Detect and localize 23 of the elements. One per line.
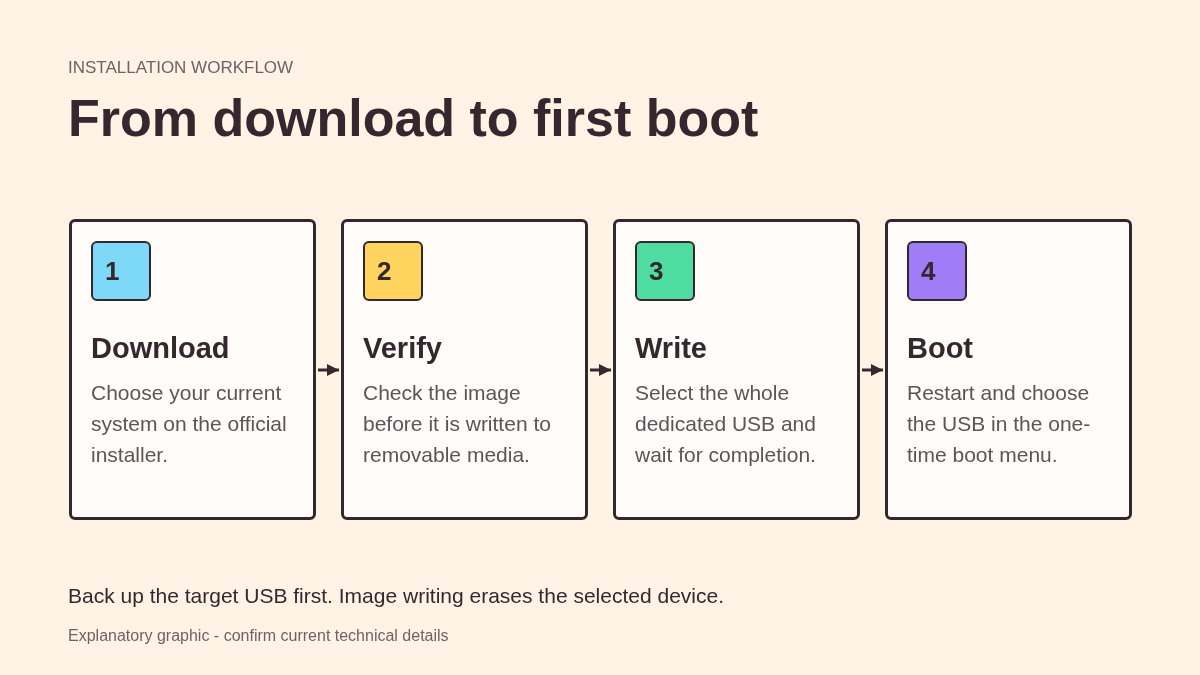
- step-description: Select the whole dedicated USB and wait for completion.: [635, 380, 817, 468]
- eyebrow-label: INSTALLATION WORKFLOW: [68, 57, 294, 79]
- warning-note: Back up the target USB first. Image writing erases the selected device.: [68, 583, 724, 609]
- step-number: 2: [363, 241, 423, 301]
- arrow: [862, 364, 883, 376]
- step-heading: Boot: [907, 331, 975, 366]
- step-card: [885, 219, 1132, 520]
- step-card: [613, 219, 860, 520]
- caption: Explanatory graphic - confirm current technical details: [68, 626, 449, 646]
- step-heading: Write: [635, 331, 708, 366]
- arrow: [590, 364, 611, 376]
- step-number: 4: [907, 241, 967, 301]
- step-heading: Download: [91, 331, 231, 366]
- step-heading: Verify: [363, 331, 443, 366]
- step-card: [69, 219, 316, 520]
- step-description: Restart and choose the USB in the one-time boot menu.: [907, 380, 1092, 468]
- step-card: [341, 219, 588, 520]
- step-description: Check the image before it is written to removable media.: [363, 380, 552, 468]
- title: From download to first boot: [68, 88, 759, 149]
- step-number: 1: [91, 241, 151, 301]
- step-description: Choose your current system on the official installer.: [91, 380, 288, 468]
- step-number: 3: [635, 241, 695, 301]
- arrow: [318, 364, 339, 376]
